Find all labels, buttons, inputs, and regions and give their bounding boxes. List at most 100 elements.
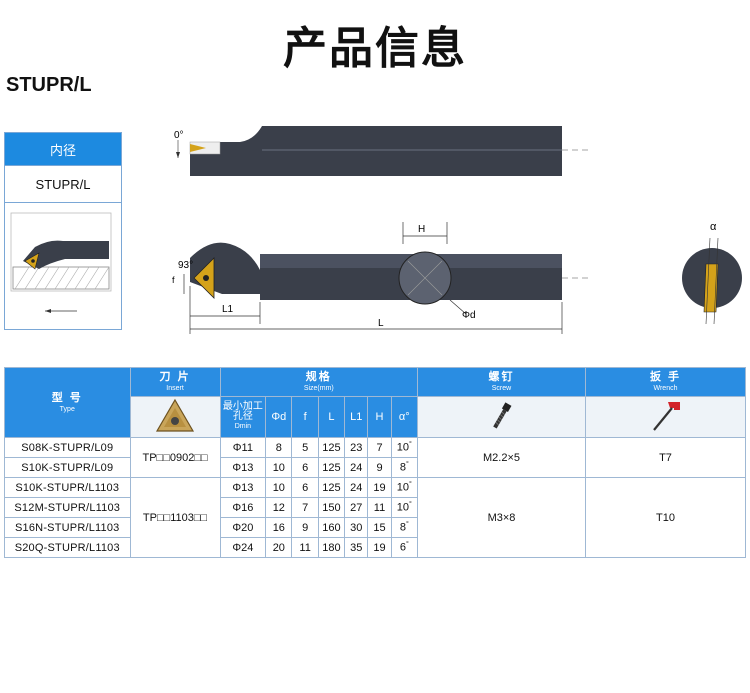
l1-cell: 24: [344, 457, 369, 478]
d-cell: 10: [265, 477, 293, 498]
f-cell: 6: [291, 457, 319, 478]
dmin-cell: Φ13: [219, 477, 267, 498]
model-cell: S16N-STUPR/L1103: [4, 517, 131, 538]
d-cell: 12: [265, 497, 293, 518]
angle-93-label: 93°: [178, 260, 193, 271]
header-screw: 螺钉 Screw: [416, 367, 587, 397]
degree-mark: °: [405, 541, 409, 549]
dmin-cell: Φ11: [219, 437, 267, 458]
model-cell: S10K-STUPR/L09: [4, 457, 131, 478]
machining-illustration: [10, 212, 112, 313]
header-type: 型 号 Type: [4, 367, 131, 438]
insert-image-cell: [129, 396, 221, 438]
h-cell: 11: [367, 497, 392, 518]
f-cell: 11: [291, 537, 319, 558]
alpha-cell: 8°: [390, 517, 418, 538]
machining-diagram: [5, 203, 121, 329]
type-panel: 内径 STUPR/L: [4, 132, 122, 330]
alpha-cell: 10°: [390, 477, 418, 498]
dim-l1-label: L1: [222, 304, 234, 315]
l1-cell: 27: [344, 497, 369, 518]
degree-mark: °: [409, 501, 412, 509]
tool-drawing: 0° H f 93° L1 L Φd α: [172, 126, 742, 334]
screw-cell: M2.2×5: [416, 437, 587, 478]
l1-cell: 35: [344, 537, 369, 558]
screw-icon: [493, 401, 512, 429]
dim-l-label: L: [378, 318, 384, 329]
degree-mark: °: [405, 521, 409, 529]
h-cell: 15: [367, 517, 392, 538]
d-cell: 10: [265, 457, 293, 478]
h-cell: 9: [367, 457, 392, 478]
dim-alpha-label: α: [710, 221, 717, 233]
dmin-cell: Φ16: [219, 497, 267, 518]
insert-cell: TP□□0902□□: [129, 437, 221, 478]
l-cell: 125: [317, 457, 346, 478]
l1-cell: 23: [344, 437, 369, 458]
alpha-cell: 8°: [390, 457, 418, 478]
d-cell: 8: [265, 437, 293, 458]
alpha-cell: 10°: [390, 437, 418, 458]
wrench-icon: [652, 401, 680, 431]
l-cell: 125: [317, 477, 346, 498]
model-cell: S10K-STUPR/L1103: [4, 477, 131, 498]
screw-image-cell: [416, 396, 587, 438]
subheader-l1: L1: [344, 396, 369, 438]
dim-f-label: f: [172, 275, 175, 285]
l1-cell: 24: [344, 477, 369, 498]
insert-cell: TP□□1103□□: [129, 477, 221, 558]
subheader-l: L: [317, 396, 346, 438]
insert-icon: [156, 398, 195, 432]
panel-code: STUPR/L: [5, 166, 121, 203]
wrench-cell: T7: [585, 437, 746, 478]
l-cell: 125: [317, 437, 346, 458]
header-size: 规格 Size(mm): [219, 367, 418, 397]
side-view-tool: [190, 242, 590, 305]
h-cell: 19: [367, 477, 392, 498]
wrench-image-cell: [585, 396, 746, 438]
l-cell: 180: [317, 537, 346, 558]
degree-mark: °: [409, 441, 412, 449]
dim-phid-label: Φd: [462, 310, 476, 321]
wrench-cell: T10: [585, 477, 746, 558]
subheader-alpha: α°: [390, 396, 418, 438]
f-cell: 9: [291, 517, 319, 538]
page-title: 产品信息: [283, 23, 467, 74]
spec-table: 型 号 Type 刀 片 Insert 规格 Size(mm) 螺钉 Screw…: [4, 367, 746, 558]
dim-h-label: H: [418, 224, 425, 235]
alpha-cell: 10°: [390, 497, 418, 518]
header-insert: 刀 片 Insert: [129, 367, 221, 397]
degree-mark: °: [405, 461, 409, 469]
model-cell: S12M-STUPR/L1103: [4, 497, 131, 518]
dmin-cell: Φ20: [219, 517, 267, 538]
subheader-d: Φd: [265, 396, 293, 438]
subheader-dmin: 最小加工孔径 Dmin: [219, 396, 267, 438]
product-code: STUPR/L: [6, 74, 92, 96]
f-cell: 7: [291, 497, 319, 518]
l1-cell: 30: [344, 517, 369, 538]
subheader-f: f: [291, 396, 319, 438]
header-wrench: 扳 手 Wrench: [585, 367, 746, 397]
l-cell: 150: [317, 497, 346, 518]
f-cell: 6: [291, 477, 319, 498]
angle-zero-label: 0°: [174, 130, 184, 141]
d-cell: 16: [265, 517, 293, 538]
d-cell: 20: [265, 537, 293, 558]
panel-header: 内径: [5, 133, 121, 166]
l-cell: 160: [317, 517, 346, 538]
subheader-h: H: [367, 396, 392, 438]
top-view-tool: [176, 126, 590, 176]
degree-mark: °: [409, 481, 412, 489]
h-cell: 19: [367, 537, 392, 558]
h-cell: 7: [367, 437, 392, 458]
model-cell: S20Q-STUPR/L1103: [4, 537, 131, 558]
alpha-cell: 6°: [390, 537, 418, 558]
end-view-tool: [682, 237, 742, 325]
dmin-cell: Φ13: [219, 457, 267, 478]
dmin-cell: Φ24: [219, 537, 267, 558]
